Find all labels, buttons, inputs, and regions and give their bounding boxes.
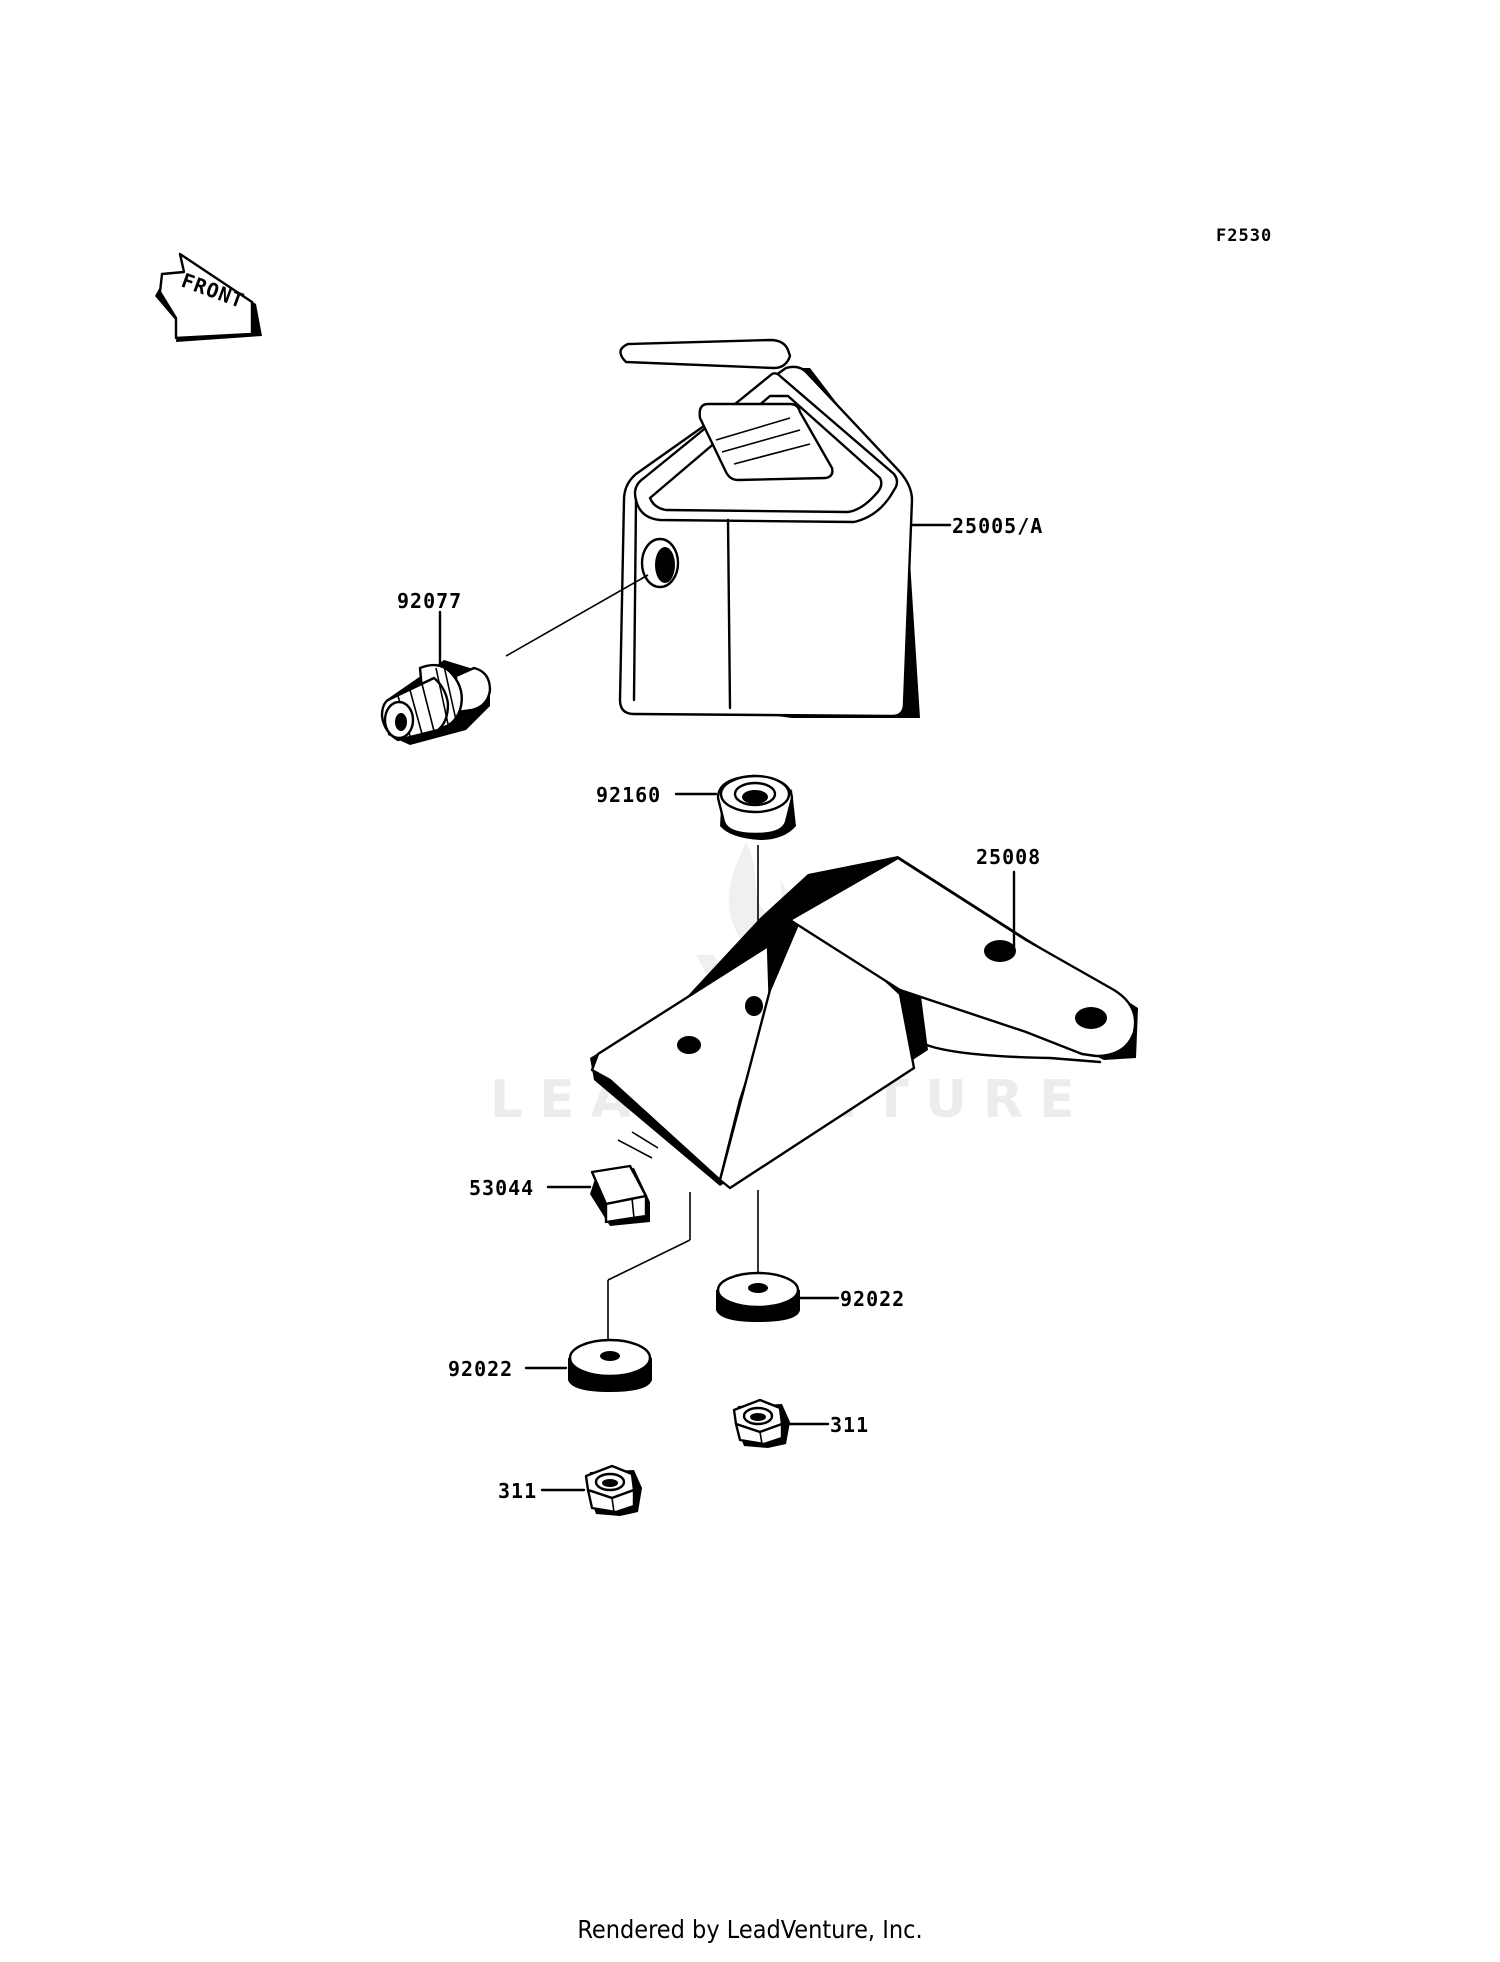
label-nut-right: 311 [830, 1413, 869, 1437]
meter-cover [618, 338, 920, 718]
knob [380, 660, 492, 745]
grommet [716, 774, 796, 840]
footer-credit: Rendered by LeadVenture, Inc. [577, 1915, 923, 1944]
washer-left [568, 1338, 652, 1392]
nut-right [732, 1398, 790, 1448]
label-grommet: 92160 [596, 783, 661, 807]
label-washer-left: 92022 [448, 1357, 513, 1381]
label-washer-right: 92022 [840, 1287, 905, 1311]
label-cover: 25005/A [952, 514, 1043, 538]
label-knob: 92077 [397, 589, 462, 613]
diagram-code: F2530 [1216, 226, 1272, 246]
label-nut-left: 311 [498, 1479, 537, 1503]
leader-washer-left-diag [607, 1239, 691, 1281]
washer-right [716, 1271, 800, 1322]
nut-left [584, 1464, 642, 1516]
bracket [590, 856, 1138, 1190]
front-arrow-icon: FRONT [155, 252, 262, 342]
leader-knob-to-cover [505, 574, 649, 657]
clip [590, 1131, 659, 1226]
label-clip: 53044 [469, 1176, 534, 1200]
label-bracket: 25008 [976, 845, 1041, 869]
